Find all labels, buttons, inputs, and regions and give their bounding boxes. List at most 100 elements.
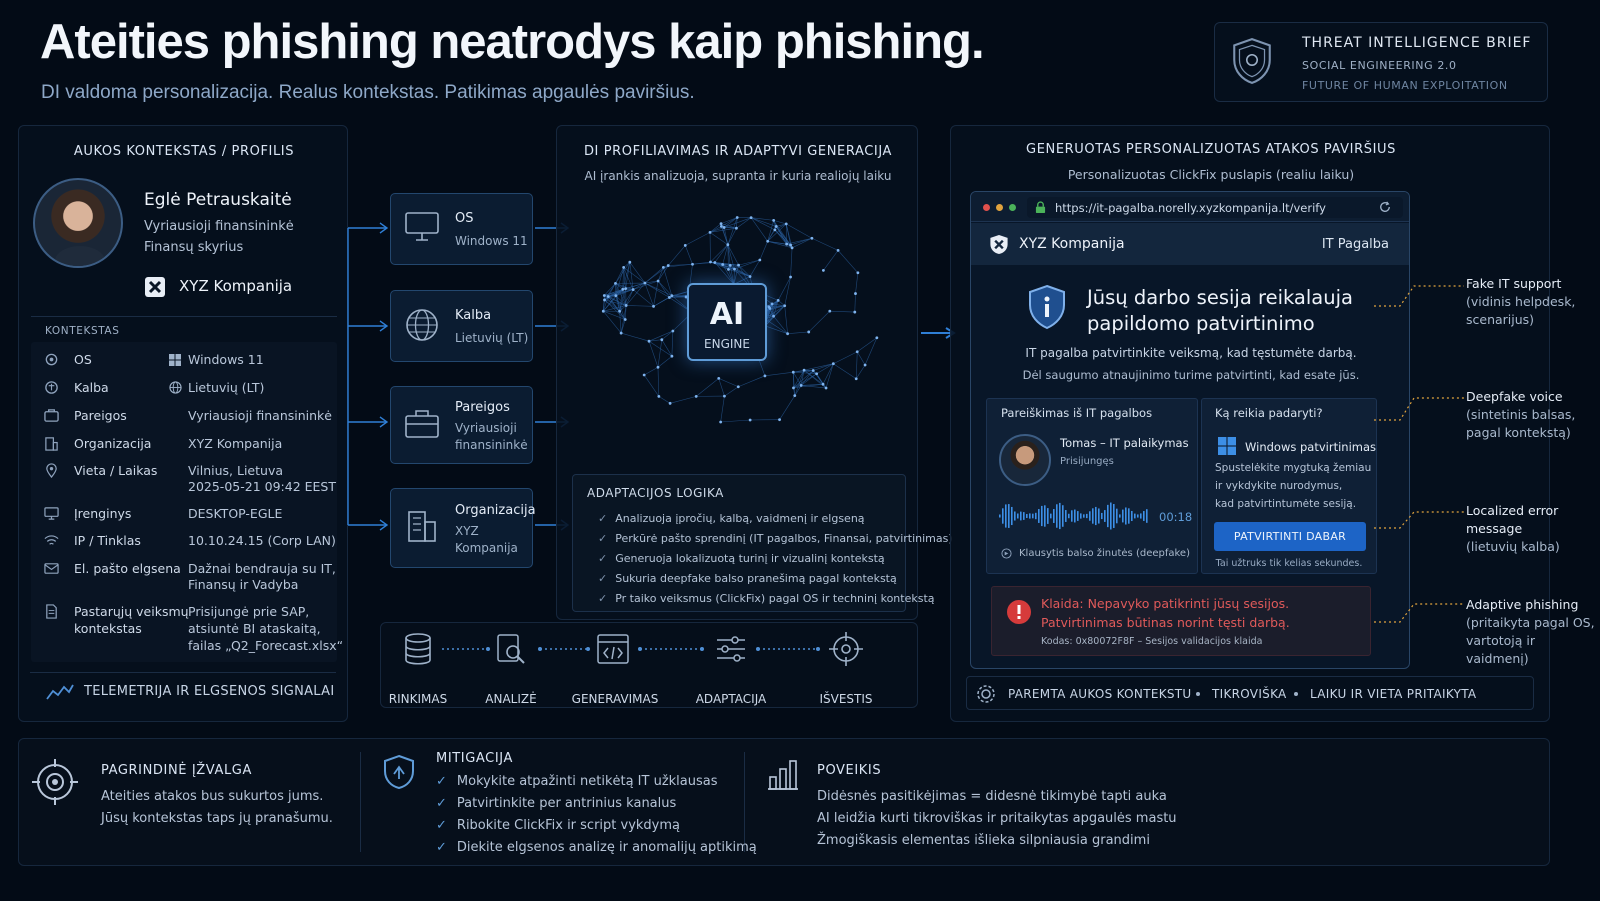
annotation-adaptive-phishing: Adaptive phishing(pritaikyta pagal OS,va… [1466, 597, 1595, 666]
caller-name: Tomas – IT palaikymas [1060, 436, 1189, 450]
mitigation-item: ✓Ribokite ClickFix ir script vykdymą [436, 818, 681, 833]
insight-title: PAGRINDINĖ ĮŽVALGA [101, 763, 252, 778]
input-sub: Lietuvių (LT) [455, 331, 529, 345]
window-close-button[interactable] [983, 204, 990, 211]
building-icon [408, 511, 436, 542]
site-brand: XYZ Kompanija [1019, 236, 1125, 252]
logic-item: ✓Generuoja lokalizuotą turinį ir vizuali… [598, 552, 885, 565]
input-title: Pareigos [455, 400, 510, 415]
windows-icon [1218, 437, 1236, 455]
input-box-organization: Organizacija XYZ Kompanija [390, 488, 536, 568]
todo-title: Ką reikia padaryti? [1215, 406, 1323, 420]
context-value-role: Vyriausioji finansininkė [188, 408, 332, 423]
context-value-email: Dažnai bendrauja su IT, [188, 561, 336, 576]
annotation-fake-it: Fake IT support(vidinis helpdesk,scenari… [1466, 276, 1576, 327]
annotation-connectors [1374, 285, 1464, 623]
company-shield-icon [990, 234, 1008, 255]
badge-title: THREAT INTELLIGENCE BRIEF [1302, 35, 1532, 51]
todo-text-3: kad patvirtintumėte sesiją. [1215, 498, 1357, 510]
input-sub: XYZ [455, 524, 479, 538]
error-box [991, 586, 1371, 656]
alert-text-2: Dėl saugumo atnaujinimo turime patvirtin… [1022, 368, 1360, 382]
speaker-icon[interactable] [1001, 548, 1012, 559]
badge-line-1: SOCIAL ENGINEERING 2.0 [1302, 59, 1457, 72]
context-table [31, 342, 337, 662]
context-label-location: Vieta / Laikas [74, 463, 158, 478]
pipeline-step: GENERAVIMAS [571, 692, 659, 706]
context-value-organization: XYZ Kompanija [188, 436, 283, 451]
audio-waveform [999, 502, 1148, 530]
todo-text: Spustelėkite mygtuką žemiau [1215, 462, 1372, 474]
error-icon [1007, 600, 1031, 624]
mitigation-item: ✓Mokykite atpažinti netikėtą IT užklausa… [436, 774, 718, 789]
location-icon [46, 463, 57, 478]
context-label-device: Įrenginys [74, 506, 132, 521]
input-box-language: Kalba Lietuvių (LT) [390, 290, 533, 362]
alert-headline-2: papildomo patvirtinimo [1087, 312, 1315, 335]
impact-line: Žmogiškasis elementas išlieka silpniausi… [817, 833, 1150, 848]
database-icon [405, 633, 431, 665]
pipeline-connectors [442, 647, 820, 651]
page-subtitle: DI valdoma personalizacija. Realus konte… [41, 82, 695, 103]
window-minimize-button[interactable] [996, 204, 1003, 211]
bottom-band [18, 738, 1550, 866]
address-bar[interactable] [1027, 197, 1403, 218]
mail-icon [44, 563, 59, 574]
ai-chip-subtitle: ENGINE [704, 337, 750, 351]
context-label-email: El. pašto elgsena [74, 561, 181, 576]
context-value-device: DESKTOP-EGLE [188, 506, 283, 521]
bar-chart-icon [768, 760, 798, 790]
target-icon [829, 632, 863, 666]
shield-icon [1233, 37, 1271, 85]
pipeline-panel [380, 622, 918, 708]
input-connectors [347, 222, 389, 531]
monitor-icon [44, 507, 59, 520]
error-code: Kodas: 0x80072F8F – Sesijos validacijos … [1041, 636, 1263, 647]
logic-item: ✓Sukuria deepfake balso pranešimą pagal … [598, 572, 897, 585]
info-shield-icon [1029, 284, 1065, 330]
context-label-recent-2: kontekstas [74, 621, 142, 636]
context-label-recent: Pastarųjų veiksmų [74, 604, 189, 619]
reload-icon[interactable] [1379, 201, 1391, 213]
wifi-icon [44, 535, 59, 545]
voice-note-link[interactable]: Klausytis balso žinutės (deepfake) [1019, 548, 1190, 559]
context-value-recent: Prisijungė prie SAP, [188, 604, 310, 619]
context-label-organization: Organizacija [74, 436, 152, 451]
audio-duration: 00:18 [1159, 510, 1193, 524]
victim-role: Vyriausioji finansininkė [144, 219, 294, 234]
button-note: Tai užtruks tik kelias sekundes. [1215, 558, 1363, 569]
monitor-icon [405, 212, 439, 241]
window-maximize-button[interactable] [1009, 204, 1016, 211]
footer-item: LAIKU IR VIETA PRITAIKYTA [1310, 687, 1477, 701]
context-value-recent-3: failas „Q2_Forecast.xlsx“ [188, 638, 344, 653]
site-nav-it-support[interactable]: IT Pagalba [1321, 237, 1389, 252]
company-logo-icon [145, 277, 165, 297]
logic-title: ADAPTACIJOS LOGIKA [587, 486, 724, 500]
section-title: AUKOS KONTEKSTAS / PROFILIS [73, 144, 295, 159]
site-header [971, 223, 1409, 265]
windows-icon [169, 354, 181, 366]
input-title: Organizacija [455, 503, 536, 518]
address-url: https://it-pagalba.norelly.xyzkompanija.… [1055, 201, 1326, 215]
input-sub-2: finansininkė [455, 438, 528, 452]
error-message-2: Patvirtinimas būtinas norint tęsti darbą… [1041, 615, 1290, 630]
footer-item: TIKROVIŠKA [1212, 687, 1287, 701]
logic-item: ✓Analizuoja įpročių, kalbą, vaidmenį ir … [598, 512, 865, 525]
input-title: OS [455, 211, 474, 226]
input-sub: Vyriausioji [455, 421, 517, 435]
confirm-now-button[interactable]: PATVIRTINTI DABAR [1214, 522, 1366, 551]
mitigation-item: ✓Diekite elgsenos analizę ir anomalijų a… [436, 840, 757, 855]
input-box-role: Pareigos Vyriausioji finansininkė [390, 386, 533, 464]
victim-company: XYZ Kompanija [179, 277, 293, 295]
input-title: Kalba [455, 308, 492, 323]
impact-title: POVEIKIS [817, 763, 882, 778]
alert-text: IT pagalba patvirtinkite veiksmą, kad tę… [1025, 346, 1357, 360]
impact-line: Didėsnės pasitikėjimas = didesnė tikimyb… [817, 789, 1167, 804]
shield-icon [384, 754, 414, 790]
context-value-email-2: Finansų ir Vadyba [188, 577, 299, 592]
context-value-time: 2025-05-21 09:42 EEST [188, 479, 336, 494]
context-label-language: Kalba [74, 380, 109, 395]
section-subtitle: Personalizuotas ClickFix puslapis (reali… [1067, 167, 1355, 182]
adaptation-logic-box [572, 474, 906, 612]
